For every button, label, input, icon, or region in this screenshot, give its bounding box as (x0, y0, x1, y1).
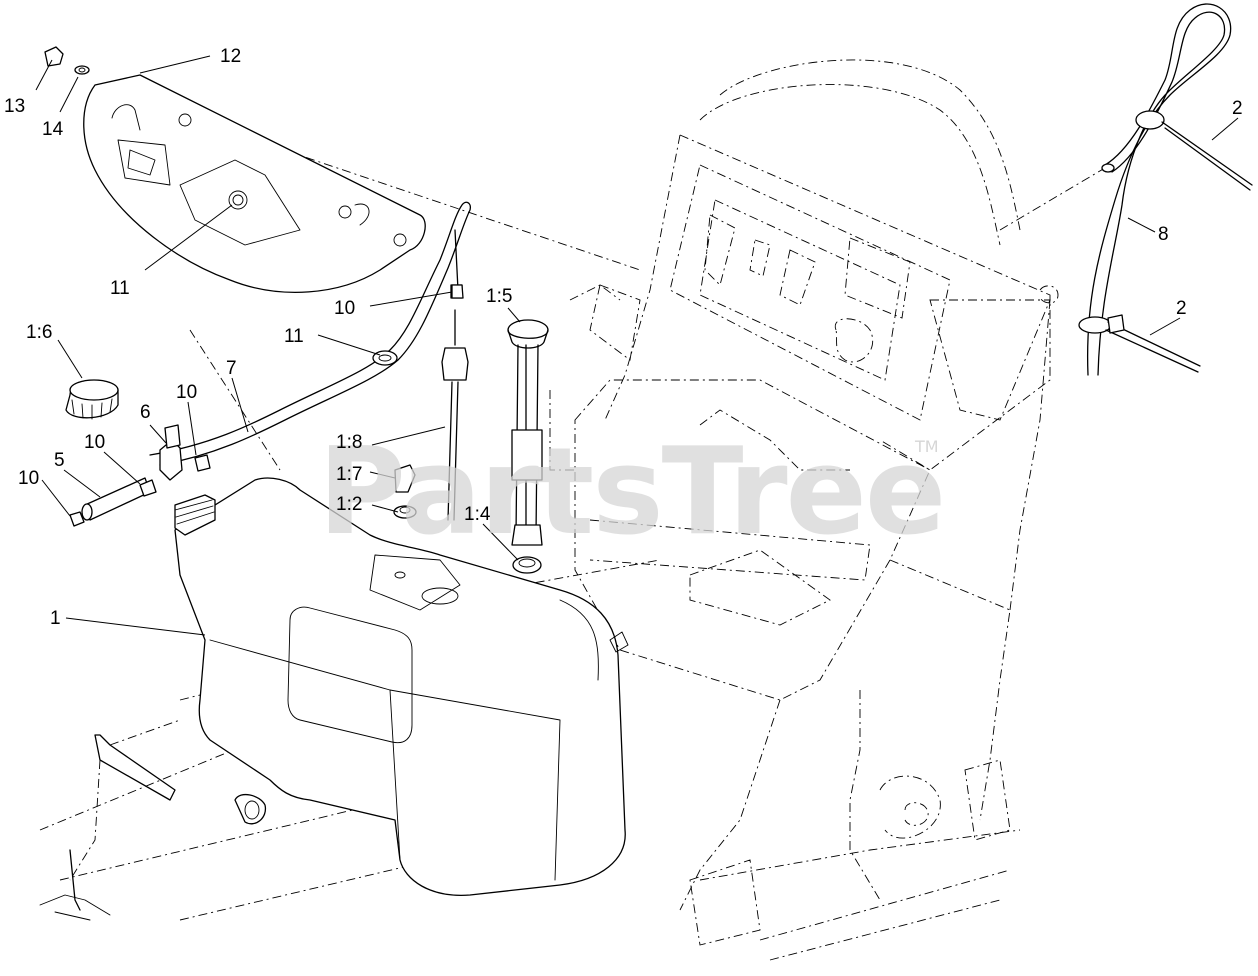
callout-labels: 13 14 12 11 10 11 1:5 1:6 7 10 6 1:8 1:7… (4, 46, 1243, 629)
callout-2-bottom: 2 (1176, 298, 1187, 319)
shut-off-valve (159, 424, 183, 481)
callout-10-end: 10 (18, 468, 39, 489)
callout-1-2: 1:2 (336, 494, 362, 515)
callout-11-hose: 11 (284, 326, 304, 347)
callout-1: 1 (50, 608, 61, 629)
callout-1-6: 1:6 (26, 322, 52, 343)
watermark-trademark: TM (914, 437, 939, 456)
fuel-tank (174, 477, 629, 896)
fuel-gauge (507, 319, 549, 546)
hose-clamps (69, 284, 464, 527)
grommet-small (393, 505, 417, 519)
tank-support-bracket (39, 719, 267, 921)
hose-section (81, 477, 151, 521)
cable-tie-top (1135, 110, 1253, 191)
callout-6: 6 (140, 402, 151, 423)
partstree-watermark: PartsTree TM (318, 423, 946, 562)
washer (74, 65, 90, 75)
leader-lines (35, 55, 1239, 636)
fuel-cap (65, 379, 119, 420)
callout-12: 12 (220, 46, 241, 67)
callout-1-7: 1:7 (336, 464, 362, 485)
callout-10-valve: 10 (176, 382, 197, 403)
callout-2-top: 2 (1232, 98, 1243, 119)
pickup-tube (441, 229, 469, 521)
watermark-text: PartsTree (318, 423, 944, 562)
grommet-gauge (512, 556, 542, 574)
callout-8: 8 (1158, 224, 1169, 245)
vent-hose (1086, 3, 1232, 376)
fuel-tank-cover-plate (83, 74, 426, 293)
callout-11-cover: 11 (110, 278, 130, 299)
callout-1-4: 1:4 (464, 504, 491, 525)
callout-1-5: 1:5 (486, 286, 512, 307)
frame-console (39, 59, 1111, 961)
callout-1-8: 1:8 (336, 432, 362, 453)
elbow-fitting (394, 464, 416, 493)
bolt (44, 46, 64, 67)
cable-tie-bottom (1078, 314, 1201, 373)
callout-10-top: 10 (334, 298, 355, 319)
callout-13: 13 (4, 96, 25, 117)
callout-7: 7 (226, 358, 237, 379)
callout-14: 14 (42, 119, 64, 140)
callout-10-left: 10 (84, 432, 105, 453)
callout-5: 5 (54, 450, 65, 471)
